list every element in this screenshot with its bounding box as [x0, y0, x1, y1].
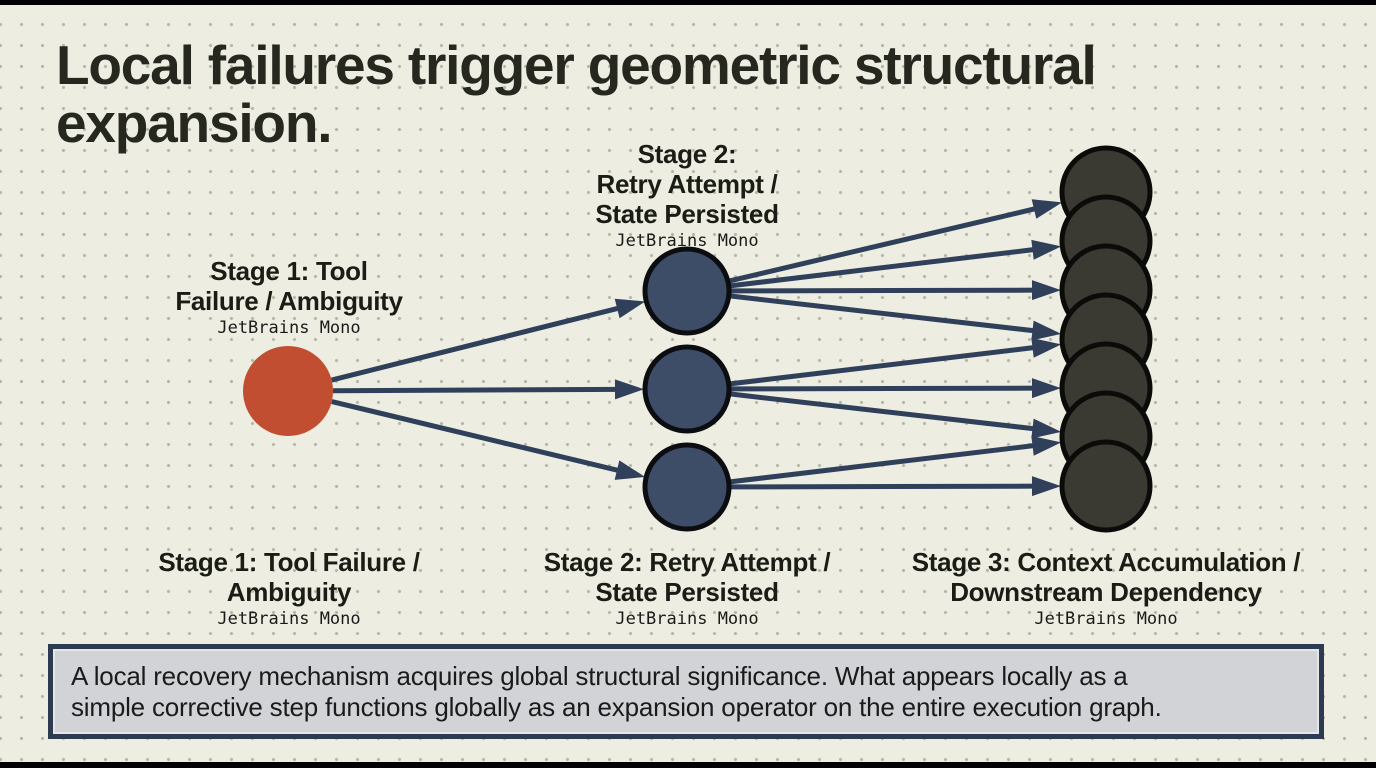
stage2-node-retry2	[642, 344, 732, 434]
edge-arrowhead-icon	[1031, 280, 1062, 301]
slide-title: Local failures trigger geometric structu…	[56, 34, 1097, 154]
stage1-bottom-label: Stage 1: Tool Failure / Ambiguity JetBra…	[109, 547, 469, 630]
diagram-edges	[331, 199, 1063, 497]
stage1-top-label: Stage 1: Tool Failure / Ambiguity JetBra…	[109, 256, 469, 339]
stage2-top-label: Stage 2: Retry Attempt / State Persisted…	[507, 139, 867, 252]
stage1-top-title: Stage 1: Tool Failure / Ambiguity	[175, 256, 403, 316]
edge-line	[728, 344, 1037, 387]
letterbox-bottom-bar	[0, 762, 1376, 768]
edge-line	[728, 442, 1037, 485]
stage3-bottom-label: Stage 3: Context Accumulation / Downstre…	[876, 547, 1336, 630]
stage2-bottom-fontname: JetBrains Mono	[615, 609, 759, 629]
stage2-node-retry1	[642, 246, 732, 336]
caption-text: A local recovery mechanism acquires glob…	[71, 660, 1162, 722]
edge-arrowhead-icon	[1031, 418, 1062, 439]
edge-arrowhead-icon	[614, 379, 645, 400]
edge-arrowhead-icon	[1031, 435, 1062, 456]
stage1-top-fontname: JetBrains Mono	[217, 318, 361, 338]
edge-arrowhead-icon	[614, 298, 646, 319]
edge-line	[728, 483, 1037, 490]
diagram-nodes	[243, 145, 1153, 533]
edge-line	[728, 293, 1037, 334]
edge-arrowhead-icon	[1031, 378, 1062, 399]
stage3-node-ctx7	[1059, 439, 1153, 533]
edge-line	[332, 386, 620, 394]
stage2-bottom-title: Stage 2: Retry Attempt / State Persisted	[543, 547, 831, 607]
letterbox-top-bar	[0, 0, 1376, 5]
edge-line	[728, 385, 1037, 392]
stage1-bottom-title: Stage 1: Tool Failure / Ambiguity	[158, 547, 420, 607]
edge-arrowhead-icon	[1031, 320, 1062, 341]
edge-arrowhead-icon	[614, 460, 646, 480]
stage1-bottom-fontname: JetBrains Mono	[217, 609, 361, 629]
stage3-bottom-fontname: JetBrains Mono	[1034, 609, 1178, 629]
edge-arrowhead-icon	[1031, 337, 1062, 358]
edge-line	[728, 391, 1037, 432]
edge-arrowhead-icon	[1031, 199, 1063, 219]
stage2-bottom-label: Stage 2: Retry Attempt / State Persisted…	[507, 547, 867, 630]
stage1-node-failure	[243, 346, 333, 436]
stage2-top-title: Stage 2: Retry Attempt / State Persisted	[595, 139, 779, 229]
caption-box: A local recovery mechanism acquires glob…	[48, 644, 1324, 739]
edge-line	[727, 205, 1039, 284]
edge-line	[728, 246, 1037, 289]
edge-arrowhead-icon	[1031, 476, 1062, 497]
edge-line	[728, 287, 1037, 294]
stage2-top-fontname: JetBrains Mono	[615, 231, 759, 251]
edge-line	[331, 399, 622, 474]
stage3-bottom-title: Stage 3: Context Accumulation / Downstre…	[911, 547, 1301, 607]
edge-arrowhead-icon	[1031, 239, 1062, 260]
stage2-node-retry3	[642, 442, 732, 532]
edge-line	[331, 305, 622, 383]
